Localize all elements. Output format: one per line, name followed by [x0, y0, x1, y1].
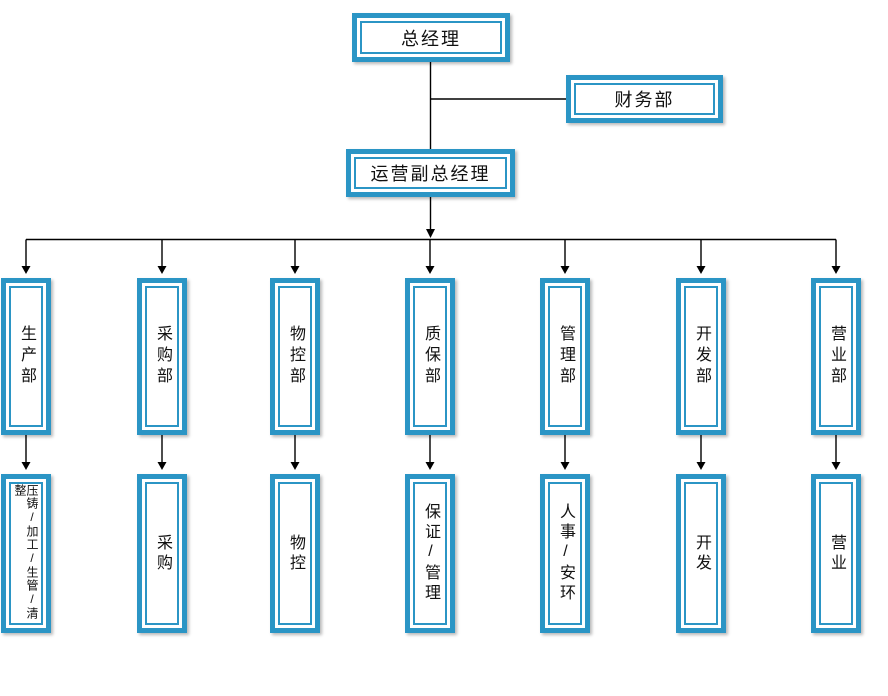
node-sub-sales: 营业 — [811, 474, 861, 633]
node-finance-dept: 财务部 — [566, 75, 723, 123]
node-label: 管理部 — [557, 325, 574, 388]
node-label: 采购 — [154, 533, 171, 574]
node-inner-frame: 人事/安环 — [548, 482, 582, 625]
node-sub-hr-safety: 人事/安环 — [540, 474, 590, 633]
node-label: 压铸/加工/生管/清整 — [13, 484, 39, 620]
node-dept-quality-assurance: 质保部 — [405, 278, 455, 435]
node-dept-sales: 营业部 — [811, 278, 861, 435]
node-inner-frame: 总经理 — [360, 21, 502, 54]
node-sub-production-units: 压铸/加工/生管/清整 — [1, 474, 51, 633]
node-general-manager: 总经理 — [352, 13, 510, 62]
node-inner-frame: 采购部 — [145, 286, 179, 427]
node-inner-frame: 压铸/加工/生管/清整 — [9, 482, 43, 625]
node-dept-production: 生产部 — [1, 278, 51, 435]
node-sub-purchasing: 采购 — [137, 474, 187, 633]
node-inner-frame: 开发 — [684, 482, 718, 625]
node-inner-frame: 财务部 — [574, 83, 715, 115]
node-label: 运营副总经理 — [370, 164, 491, 184]
node-label: 人事/安环 — [557, 503, 574, 604]
node-label: 物控 — [287, 533, 304, 574]
node-sub-material-control: 物控 — [270, 474, 320, 633]
node-sub-assurance-management: 保证/管理 — [405, 474, 455, 633]
node-operations-vice-gm: 运营副总经理 — [346, 149, 515, 197]
node-inner-frame: 物控 — [278, 482, 312, 625]
node-dept-purchasing: 采购部 — [137, 278, 187, 435]
node-inner-frame: 保证/管理 — [413, 482, 447, 625]
node-label: 采购部 — [154, 325, 171, 388]
node-inner-frame: 物控部 — [278, 286, 312, 427]
node-inner-frame: 质保部 — [413, 286, 447, 427]
node-label: 质保部 — [422, 325, 439, 388]
node-label: 财务部 — [614, 90, 675, 110]
node-dept-management: 管理部 — [540, 278, 590, 435]
node-inner-frame: 生产部 — [9, 286, 43, 427]
node-label: 物控部 — [287, 325, 304, 388]
node-dept-development: 开发部 — [676, 278, 726, 435]
node-label: 保证/管理 — [422, 503, 439, 604]
node-label: 开发 — [693, 533, 710, 574]
node-inner-frame: 营业部 — [819, 286, 853, 427]
node-label: 总经理 — [401, 28, 461, 49]
node-label: 营业 — [828, 533, 845, 574]
node-sub-development: 开发 — [676, 474, 726, 633]
node-label: 开发部 — [693, 325, 710, 388]
node-dept-material-control: 物控部 — [270, 278, 320, 435]
node-inner-frame: 管理部 — [548, 286, 582, 427]
node-inner-frame: 运营副总经理 — [354, 157, 507, 189]
node-inner-frame: 营业 — [819, 482, 853, 625]
node-label: 生产部 — [18, 325, 35, 388]
node-inner-frame: 开发部 — [684, 286, 718, 427]
node-label: 营业部 — [828, 325, 845, 388]
node-inner-frame: 采购 — [145, 482, 179, 625]
